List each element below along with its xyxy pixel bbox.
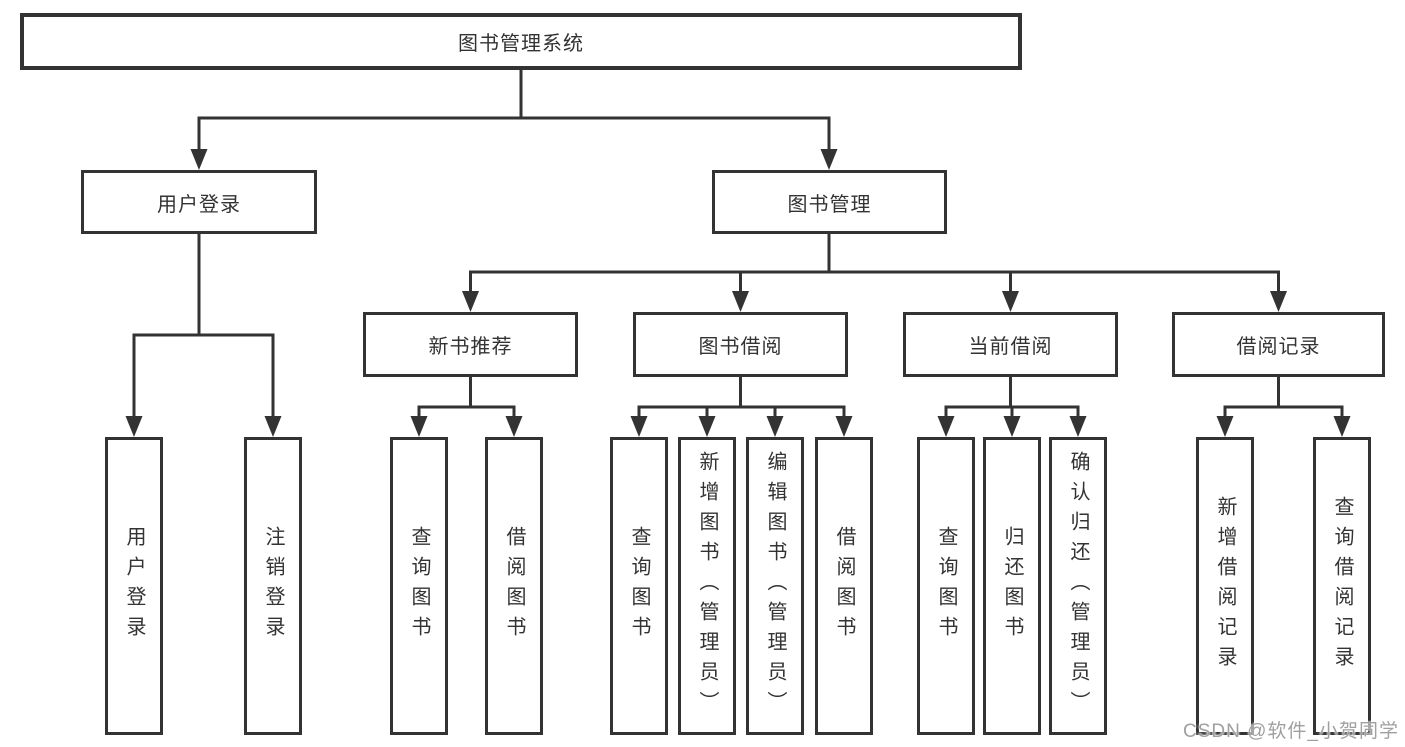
leaf-newrec-borrow-books: 借阅图书 bbox=[485, 437, 543, 735]
leaf-label: 编辑图书（管理员） bbox=[764, 451, 786, 721]
leaf-label: 查询借阅记录 bbox=[1331, 496, 1353, 676]
leaf-label: 归还图书 bbox=[1001, 526, 1023, 646]
leaf-label: 注销登录 bbox=[262, 526, 284, 646]
leaf-current-confirm-return-admin: 确认归还（管理员） bbox=[1049, 437, 1107, 735]
connector-currentborrow-to-leaves bbox=[944, 377, 1080, 419]
leaf-label: 查询图书 bbox=[935, 526, 957, 646]
node-book-borrowing: 图书借阅 bbox=[633, 312, 848, 377]
leaf-label: 新增借阅记录 bbox=[1214, 496, 1236, 676]
node-new-book-recommendation: 新书推荐 bbox=[363, 312, 578, 377]
connector-borrowrecords-to-leaves bbox=[1223, 377, 1344, 419]
leaf-borrow-add-books-admin: 新增图书（管理员） bbox=[678, 437, 736, 735]
node-current-borrowing: 当前借阅 bbox=[903, 312, 1118, 377]
node-borrowing-records: 借阅记录 bbox=[1172, 312, 1385, 377]
connector-bookborrow-to-leaves bbox=[637, 377, 846, 419]
arrowheads bbox=[125, 149, 1351, 437]
leaf-borrow-query-books: 查询图书 bbox=[610, 437, 668, 735]
leaf-records-query-record: 查询借阅记录 bbox=[1313, 437, 1371, 735]
leaf-logout: 注销登录 bbox=[244, 437, 302, 735]
leaf-label: 查询图书 bbox=[628, 526, 650, 646]
leaf-label: 借阅图书 bbox=[503, 526, 525, 646]
leaf-records-add-record: 新增借阅记录 bbox=[1196, 437, 1254, 735]
leaf-user-login: 用户登录 bbox=[105, 437, 163, 735]
node-book-management: 图书管理 bbox=[712, 170, 947, 234]
connector-newbookrec-to-leaves bbox=[417, 377, 516, 419]
leaf-label: 用户登录 bbox=[123, 526, 145, 646]
leaf-label: 查询图书 bbox=[408, 526, 430, 646]
leaf-current-query-books: 查询图书 bbox=[917, 437, 975, 735]
leaf-borrow-edit-books-admin: 编辑图书（管理员） bbox=[746, 437, 804, 735]
leaf-label: 借阅图书 bbox=[833, 526, 855, 646]
connector-root-to-level2 bbox=[197, 69, 831, 152]
watermark: CSDN @软件_小贺同学 bbox=[1183, 721, 1399, 742]
node-library-management-system: 图书管理系统 bbox=[20, 13, 1022, 70]
leaf-borrow-borrow-books: 借阅图书 bbox=[815, 437, 873, 735]
leaf-current-return-books: 归还图书 bbox=[983, 437, 1041, 735]
connector-userlogin-to-leaves bbox=[132, 233, 275, 419]
connector-bookmgmt-to-level3 bbox=[469, 234, 1280, 294]
leaf-label: 确认归还（管理员） bbox=[1067, 451, 1089, 721]
leaf-label: 新增图书（管理员） bbox=[696, 451, 718, 721]
node-user-login: 用户登录 bbox=[81, 170, 317, 234]
leaf-newrec-query-books: 查询图书 bbox=[390, 437, 448, 735]
